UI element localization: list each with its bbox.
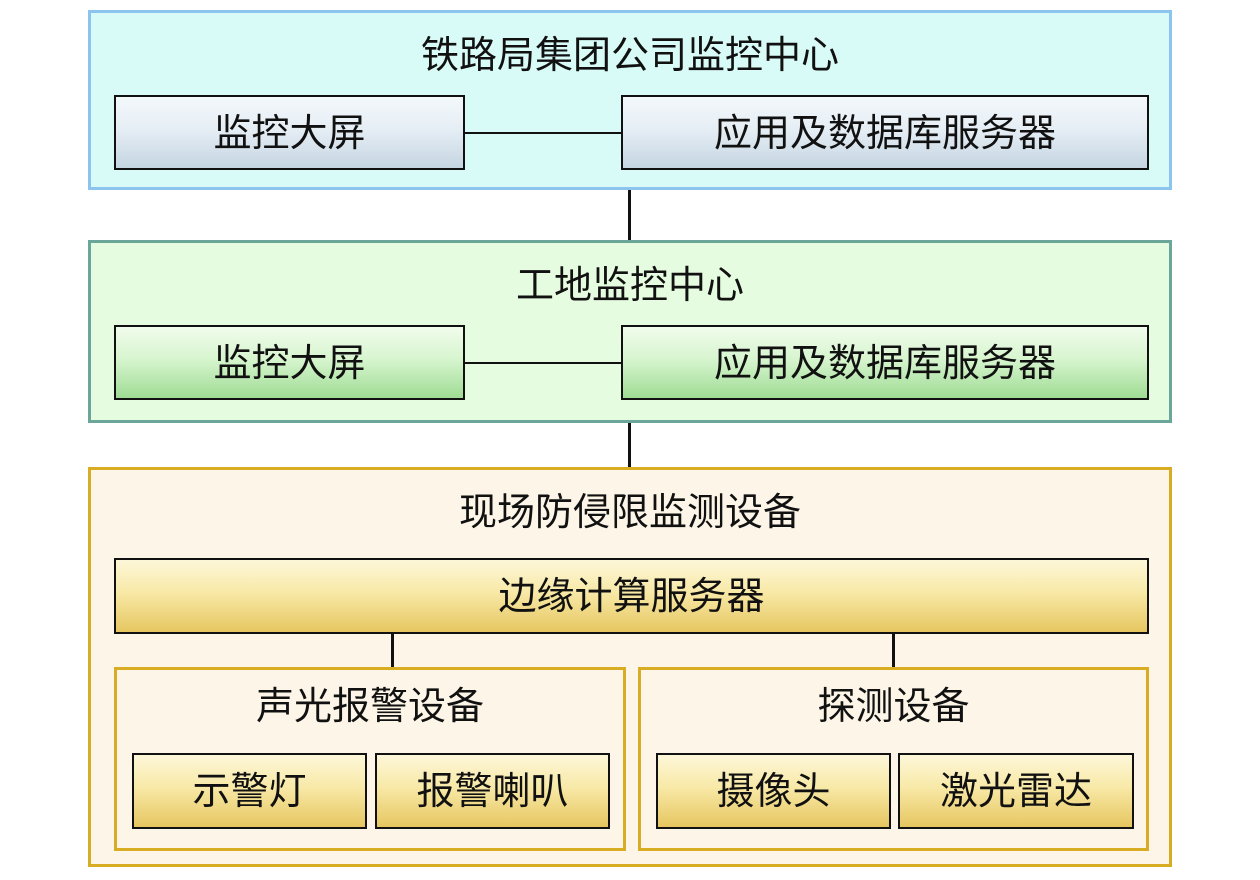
alarm-devices-title: 声光报警设备: [255, 684, 484, 728]
site-screen-server-connector: [465, 362, 623, 364]
group-monitoring-center-title: 铁路局集团公司监控中心: [420, 33, 839, 77]
lidar-box: 激光雷达: [898, 753, 1134, 829]
detection-devices-title: 探测设备: [817, 684, 970, 728]
detection-devices-panel: 探测设备 摄像头 激光雷达: [638, 667, 1149, 851]
edge-to-alarm-connector: [391, 634, 394, 668]
site-app-db-server-box: 应用及数据库服务器: [621, 325, 1149, 400]
site-to-field-connector: [628, 423, 631, 469]
group-monitoring-center-panel: 铁路局集团公司监控中心 监控大屏 应用及数据库服务器: [88, 10, 1172, 190]
field-equipment-title: 现场防侵限监测设备: [458, 490, 801, 534]
site-monitoring-center-panel: 工地监控中心 监控大屏 应用及数据库服务器: [88, 240, 1172, 423]
group-screen-server-connector: [465, 132, 623, 134]
field-equipment-panel: 现场防侵限监测设备 边缘计算服务器 声光报警设备 示警灯 报警喇叭 探测设备 摄…: [88, 467, 1172, 867]
group-app-db-server-box: 应用及数据库服务器: [621, 95, 1149, 170]
site-monitoring-screen-box: 监控大屏: [114, 325, 465, 400]
warning-light-box: 示警灯: [132, 753, 367, 829]
group-monitoring-screen-box: 监控大屏: [114, 95, 465, 170]
site-monitoring-center-title: 工地监控中心: [515, 263, 744, 307]
edge-computing-server-box: 边缘计算服务器: [114, 558, 1149, 634]
edge-to-detect-connector: [892, 634, 895, 668]
alarm-speaker-box: 报警喇叭: [375, 753, 610, 829]
camera-box: 摄像头: [656, 753, 891, 829]
alarm-devices-panel: 声光报警设备 示警灯 报警喇叭: [114, 667, 626, 851]
group-to-site-connector: [628, 190, 631, 242]
